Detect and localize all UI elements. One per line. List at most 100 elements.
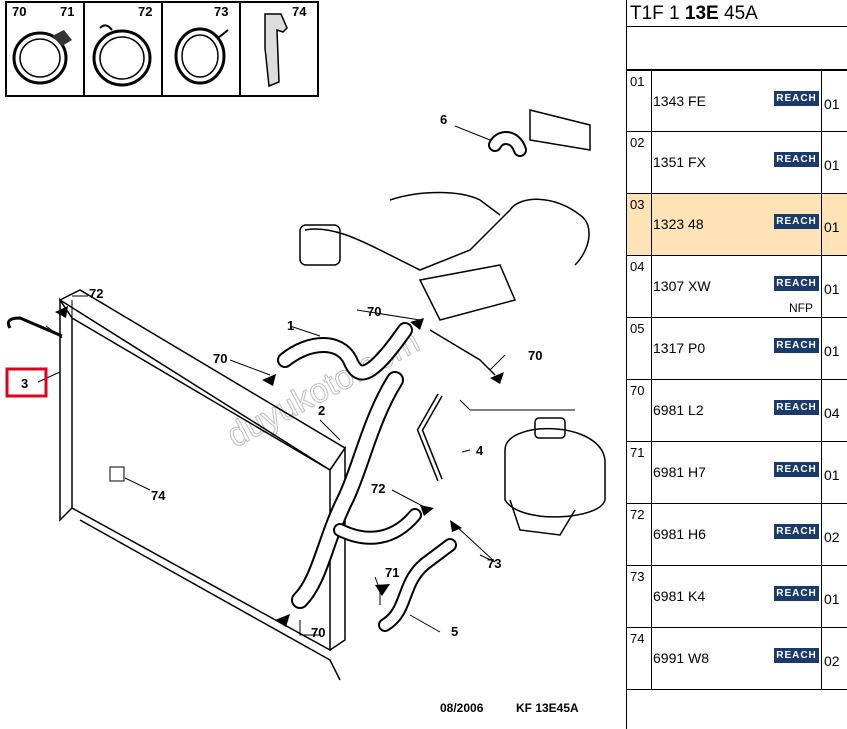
diagram-canvas: duyukoto.com 70 71 72 73 bbox=[5, 1, 606, 715]
label-4: 4 bbox=[476, 443, 484, 458]
part-reference: 1323 48 bbox=[653, 216, 704, 232]
thermostat-housing bbox=[299, 109, 591, 376]
quantity: 01 bbox=[824, 281, 840, 297]
title-suffix: 45A bbox=[718, 3, 758, 24]
band-clamp-icon bbox=[92, 24, 152, 87]
qty-divider bbox=[821, 504, 822, 565]
row-index: 05 bbox=[627, 318, 652, 379]
arrowheads bbox=[55, 306, 504, 627]
clamp-strip: 70 71 72 73 74 bbox=[5, 1, 319, 97]
label-6: 6 bbox=[440, 112, 447, 127]
reach-badge: REACH bbox=[774, 91, 819, 106]
reach-badge: REACH bbox=[774, 462, 819, 477]
label-70-right: 70 bbox=[528, 348, 542, 363]
row-index: 74 bbox=[627, 628, 652, 689]
quantity: 02 bbox=[824, 529, 840, 545]
label-70-bottom: 70 bbox=[311, 625, 325, 640]
label-1: 1 bbox=[287, 318, 294, 333]
expansion-tank bbox=[504, 417, 606, 536]
qty-divider bbox=[821, 628, 822, 689]
leader-lines bbox=[37, 125, 575, 636]
highlight-box bbox=[5, 367, 48, 398]
label-72-top: 72 bbox=[89, 286, 103, 301]
footer-date: 08/2006 bbox=[440, 701, 484, 715]
quantity: 01 bbox=[824, 96, 840, 112]
title-bold: 13E bbox=[684, 3, 719, 24]
row-index: 73 bbox=[627, 566, 652, 627]
quantity: 01 bbox=[824, 219, 840, 235]
part-reference: 6981 H6 bbox=[653, 526, 706, 542]
spring-clamp-icon bbox=[174, 27, 229, 85]
title-prefix: T1F 1 bbox=[630, 3, 685, 24]
qty-divider bbox=[821, 256, 822, 317]
reach-badge: REACH bbox=[774, 524, 819, 539]
row-note: NFP bbox=[789, 301, 813, 315]
reach-badge: REACH bbox=[774, 648, 819, 663]
label-3: 3 bbox=[21, 376, 28, 391]
panel-header-blank bbox=[626, 28, 847, 70]
part-reference: 6981 H7 bbox=[653, 464, 706, 480]
row-index: 70 bbox=[627, 380, 652, 441]
label-70-top: 70 bbox=[367, 304, 381, 319]
label-72-mid: 72 bbox=[371, 481, 385, 496]
qty-divider bbox=[821, 71, 822, 131]
part-reference: 1317 P0 bbox=[653, 340, 706, 356]
hose-3 bbox=[6, 316, 63, 338]
label-70-left: 70 bbox=[213, 351, 227, 366]
reach-badge: REACH bbox=[774, 152, 819, 167]
wire-clamp-icon bbox=[12, 30, 72, 85]
qty-divider bbox=[821, 380, 822, 441]
clamp-num-72: 72 bbox=[138, 4, 152, 19]
label-2: 2 bbox=[318, 403, 325, 418]
footer-ref: KF 13E45A bbox=[516, 701, 579, 715]
row-index: 02 bbox=[627, 132, 652, 193]
reach-badge: REACH bbox=[774, 276, 819, 291]
quantity: 02 bbox=[824, 653, 840, 669]
reach-badge: REACH bbox=[774, 586, 819, 601]
label-5: 5 bbox=[451, 624, 458, 639]
quantity: 04 bbox=[824, 405, 840, 421]
clip-icon bbox=[264, 13, 288, 88]
quantity: 01 bbox=[824, 343, 840, 359]
clamp-num-74: 74 bbox=[292, 4, 307, 19]
row-index: 03 bbox=[627, 194, 652, 255]
label-74: 74 bbox=[151, 488, 166, 503]
row-index: 01 bbox=[627, 71, 652, 131]
part-reference: 1351 FX bbox=[653, 154, 706, 170]
part-reference: 1343 FE bbox=[653, 93, 706, 109]
part-reference: 6981 L2 bbox=[653, 402, 704, 418]
row-index: 71 bbox=[627, 442, 652, 503]
quantity: 01 bbox=[824, 591, 840, 607]
radiator bbox=[58, 289, 347, 681]
panel-title: T1F 1 13E 45A bbox=[626, 0, 847, 27]
label-71: 71 bbox=[385, 565, 399, 580]
qty-divider bbox=[821, 566, 822, 627]
reach-badge: REACH bbox=[774, 214, 819, 229]
quantity: 01 bbox=[824, 467, 840, 483]
clamp-num-70: 70 bbox=[12, 4, 26, 19]
qty-divider bbox=[821, 194, 822, 255]
clamp-num-73: 73 bbox=[214, 4, 228, 19]
part-reference: 6981 K4 bbox=[653, 588, 706, 604]
qty-divider bbox=[821, 132, 822, 193]
quantity: 01 bbox=[824, 157, 840, 173]
reach-badge: REACH bbox=[774, 400, 819, 415]
qty-divider bbox=[821, 318, 822, 379]
row-index: 04 bbox=[627, 256, 652, 317]
part-reference: 1307 XW bbox=[653, 278, 711, 294]
clamp-num-71: 71 bbox=[60, 4, 74, 19]
clip-marker bbox=[109, 466, 125, 482]
reach-badge: REACH bbox=[774, 338, 819, 353]
